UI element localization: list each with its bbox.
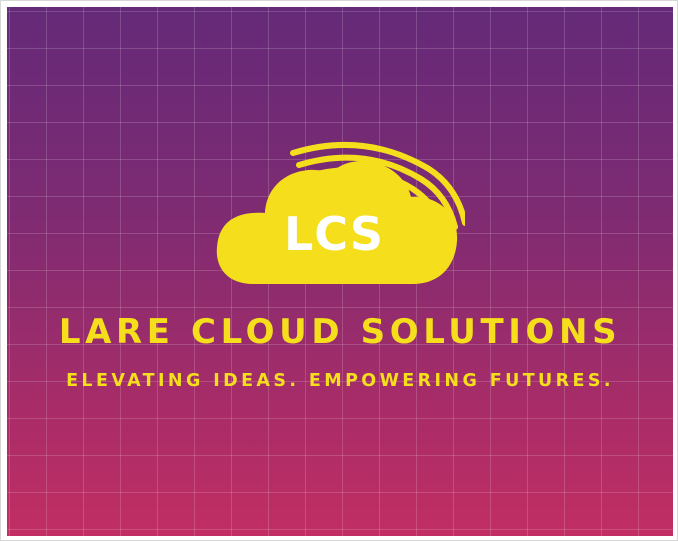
company-name: LARE CLOUD SOLUTIONS — [58, 312, 622, 352]
brand-logo: LCS — [215, 135, 465, 285]
cloud-icon — [216, 141, 465, 284]
company-tagline: ELEVATING IDEAS. EMPOWERING FUTURES. — [66, 371, 614, 391]
logo-monogram: LCS — [283, 207, 385, 261]
logo-canvas: LCS LARE CLOUD SOLUTIONS ELEVATING IDEAS… — [7, 7, 673, 536]
